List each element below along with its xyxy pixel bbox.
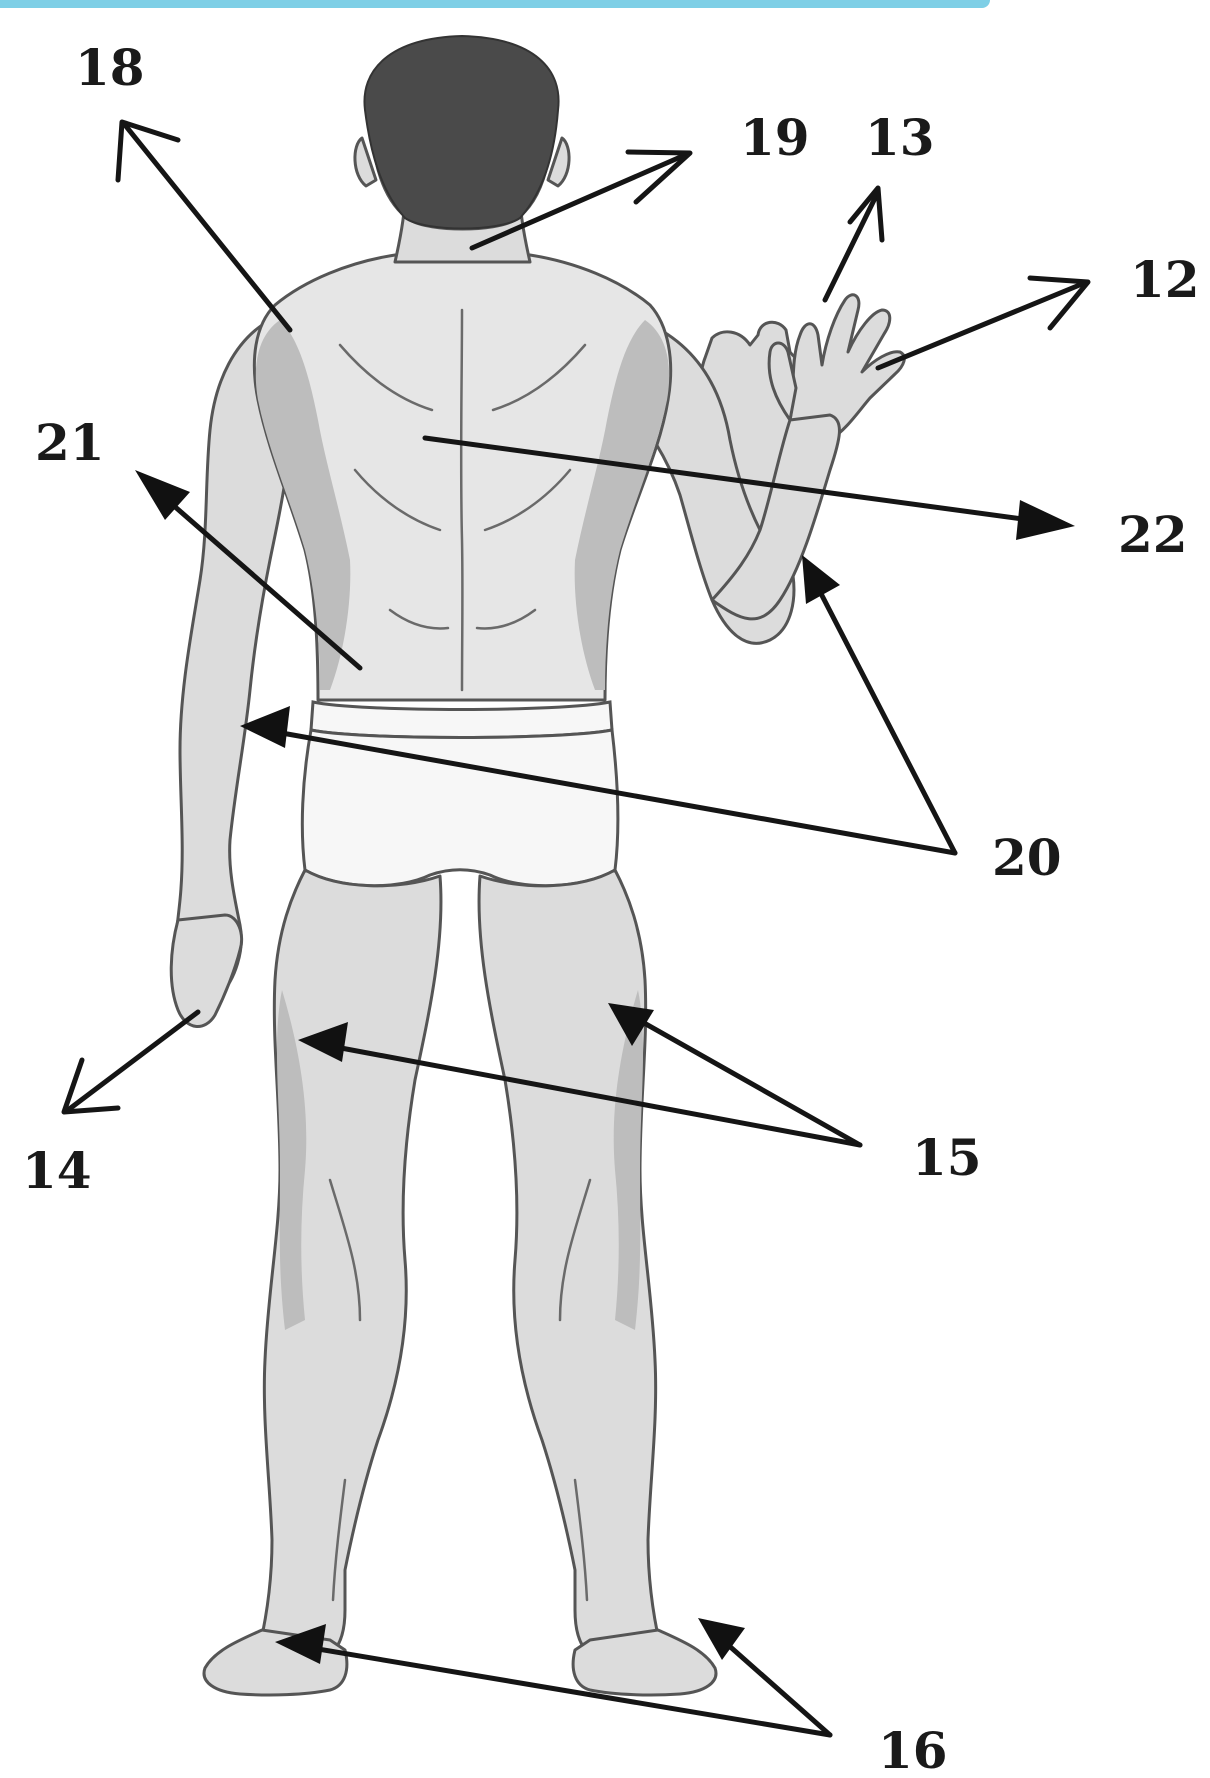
arrow-13 — [825, 192, 878, 300]
label-16: 16 — [878, 1721, 948, 1778]
arrow-22-head — [1016, 500, 1075, 540]
label-22: 22 — [1118, 505, 1188, 564]
human-figure — [171, 36, 904, 1695]
label-18: 18 — [75, 38, 145, 97]
waistband — [311, 702, 612, 738]
label-13: 13 — [865, 108, 935, 167]
arrow-14 — [68, 1012, 198, 1110]
right-foot — [573, 1630, 716, 1695]
label-15: 15 — [912, 1128, 982, 1187]
briefs — [302, 730, 618, 886]
label-19: 19 — [740, 108, 810, 167]
label-20: 20 — [992, 828, 1062, 887]
arrow-16-left — [300, 1646, 830, 1735]
left-hand — [171, 915, 241, 1026]
label-14: 14 — [22, 1141, 92, 1200]
arrow-18 — [125, 125, 290, 330]
left-foot — [204, 1630, 347, 1695]
label-21: 21 — [35, 413, 105, 472]
arrow-20-right — [815, 582, 955, 853]
hair — [364, 36, 558, 229]
label-12: 12 — [1130, 250, 1200, 309]
